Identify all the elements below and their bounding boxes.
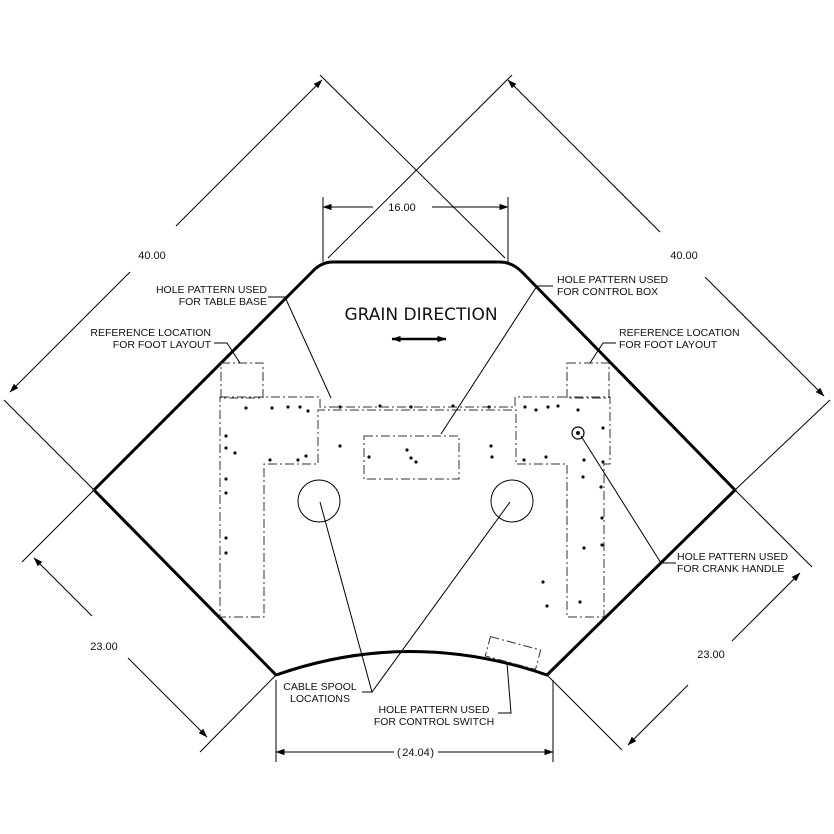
svg-text:FOR CONTROL BOX: FOR CONTROL BOX — [557, 286, 658, 298]
dim-right-lower-label: 23.00 — [697, 649, 725, 661]
svg-text:REFERENCE LOCATION: REFERENCE LOCATION — [619, 327, 740, 339]
svg-text:HOLE PATTERN USED: HOLE PATTERN USED — [378, 704, 489, 716]
callout-ref-right: REFERENCE LOCATION FOR FOOT LAYOUT — [619, 327, 740, 351]
dim-right-lower: 23.00 — [546, 489, 813, 751]
dim-right-diagonal-label: 40.00 — [670, 250, 698, 262]
dim-right-diagonal: 40.00 — [327, 74, 831, 491]
foot-reference-left — [220, 362, 264, 399]
table-base-outline — [219, 396, 611, 618]
dim-left-diagonal: 40.00 — [3, 74, 506, 491]
control-switch-pattern — [484, 635, 542, 671]
dim-left-lower-label: 23.00 — [90, 641, 118, 653]
dim-left-diagonal-label: 40.00 — [138, 250, 166, 262]
svg-text:FOR FOOT LAYOUT: FOR FOOT LAYOUT — [619, 339, 718, 351]
callout-table-base: HOLE PATTERN USED FOR TABLE BASE — [156, 284, 267, 308]
crank-handle-center — [576, 431, 580, 435]
callout-control-switch: HOLE PATTERN USED FOR CONTROL SWITCH — [374, 704, 494, 728]
callout-cable-spool: CABLE SPOOL LOCATIONS — [283, 681, 357, 705]
callout-control-box: HOLE PATTERN USED FOR CONTROL BOX — [557, 274, 668, 298]
callout-ref-left: REFERENCE LOCATION FOR FOOT LAYOUT — [90, 327, 211, 351]
dim-left-lower: 23.00 — [21, 489, 277, 753]
svg-text:HOLE PATTERN USED: HOLE PATTERN USED — [677, 551, 788, 563]
svg-text:HOLE PATTERN USED: HOLE PATTERN USED — [156, 284, 267, 296]
foot-reference-right — [566, 362, 610, 399]
svg-text:FOR FOOT LAYOUT: FOR FOOT LAYOUT — [113, 339, 212, 351]
control-box-pattern — [363, 435, 460, 480]
cable-spool-right — [490, 479, 534, 523]
svg-text:FOR CONTROL SWITCH: FOR CONTROL SWITCH — [374, 716, 494, 728]
svg-text:(: ( — [397, 747, 401, 759]
svg-text:FOR CRANK HANDLE: FOR CRANK HANDLE — [677, 563, 784, 575]
svg-text:HOLE PATTERN USED: HOLE PATTERN USED — [557, 274, 668, 286]
grain-direction-label: GRAIN DIRECTION — [344, 305, 497, 325]
dim-top-width-label: 16.00 — [388, 202, 416, 214]
hole-markers — [224, 404, 605, 608]
svg-text:REFERENCE LOCATION: REFERENCE LOCATION — [90, 327, 211, 339]
callout-crank-handle: HOLE PATTERN USED FOR CRANK HANDLE — [677, 551, 788, 575]
svg-text:): ) — [430, 747, 434, 759]
cable-spool-left — [297, 479, 341, 523]
leader-lines — [214, 285, 676, 714]
dim-top-width: 16.00 — [322, 197, 509, 262]
tabletop-outline — [92, 260, 737, 677]
svg-text:LOCATIONS: LOCATIONS — [290, 693, 350, 705]
dim-bottom-width: ( ) 24.04 — [275, 680, 554, 762]
dim-bottom-width-label: 24.04 — [402, 747, 430, 759]
crank-handle-hole — [571, 426, 585, 440]
svg-text:FOR TABLE BASE: FOR TABLE BASE — [179, 296, 267, 308]
svg-text:CABLE SPOOL: CABLE SPOOL — [283, 681, 357, 693]
